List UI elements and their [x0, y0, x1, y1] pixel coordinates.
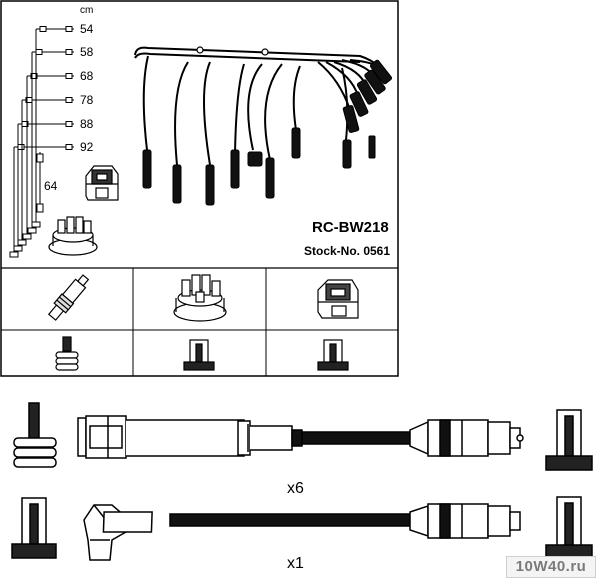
wire-terminals — [142, 59, 393, 206]
spark-plug-icon — [47, 274, 90, 321]
part-number: RC-BW218 — [312, 219, 389, 236]
length-label-58: 58 — [80, 45, 94, 59]
ignition-coil-icon — [317, 279, 359, 319]
plug-boot-symbol — [55, 336, 79, 371]
length-label-88: 88 — [80, 117, 94, 131]
straight-lead-multiplier: x6 — [287, 480, 304, 497]
length-label-78: 78 — [80, 93, 94, 107]
length-label-92: 92 — [80, 140, 94, 154]
stock-number: Stock-No. 0561 — [304, 244, 391, 258]
watermark-logo: 10W40.ru — [506, 556, 596, 578]
plug-boot-large — [13, 402, 57, 468]
cap-terminal-symbol — [183, 339, 215, 371]
straight-lead-drawing — [77, 415, 524, 459]
angled-lead-drawing — [83, 503, 521, 561]
upper-frame — [0, 0, 399, 377]
distributor-cap-icon — [173, 274, 227, 322]
coil-terminal-large-2 — [545, 496, 593, 558]
coil-terminal-symbol — [317, 339, 349, 371]
coil-lead-length-label: 64 — [44, 179, 58, 193]
coil-sketch-small — [85, 165, 119, 201]
coil-terminal-large-1 — [545, 409, 593, 471]
length-label-54: 54 — [80, 22, 94, 36]
angled-lead-multiplier: x1 — [287, 555, 304, 572]
distributor-sketch-small — [48, 216, 98, 256]
length-label-68: 68 — [80, 69, 94, 83]
length-unit-label: cm — [80, 5, 94, 16]
cap-terminal-large — [11, 497, 57, 559]
length-legend-leads — [9, 26, 74, 258]
